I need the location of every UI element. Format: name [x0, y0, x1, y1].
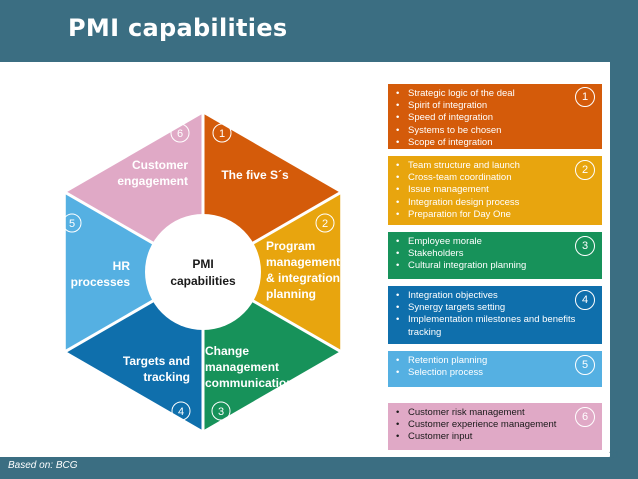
list-item: Issue management	[396, 184, 576, 196]
wheel-segment-2-label: planning	[266, 287, 316, 301]
list-item: Selection process	[396, 367, 576, 379]
wheel-segment-6-label: Customer	[132, 158, 188, 172]
wheel-segment-3-number-circle	[211, 401, 231, 421]
source-note: Based on: BCG	[8, 460, 78, 471]
list-item: Customer risk management	[396, 407, 576, 419]
wheel-segment-3-label: communication	[205, 376, 294, 390]
list-item: Synergy targets setting	[396, 302, 576, 314]
list-item: Team structure and launch	[396, 160, 576, 172]
list-item: Preparation for Day One	[396, 209, 576, 221]
capability-box-1-list: Strategic logic of the dealSpirit of int…	[396, 88, 576, 149]
wheel-segment-5-number: 5	[69, 218, 75, 230]
list-item: Integration design process	[396, 197, 576, 209]
capability-box-3-list: Employee moraleStakeholdersCultural inte…	[396, 236, 576, 273]
capability-box-4-number: 4	[575, 290, 595, 310]
wheel-segment-5-number-circle	[62, 213, 82, 233]
page-number: 21	[608, 450, 620, 461]
wheel-segment-6-number: 6	[177, 128, 183, 140]
capability-box-6: Customer risk managementCustomer experie…	[388, 403, 602, 450]
capability-box-1-number: 1	[575, 87, 595, 107]
center-label-line2: capabilities	[170, 274, 236, 288]
list-item: Implementation milestones and benefits t…	[396, 314, 576, 338]
capability-box-5-number: 5	[575, 355, 595, 375]
wheel-segment-2-label: Program	[266, 239, 315, 253]
wheel-segment-6-number-circle	[170, 123, 190, 143]
wheel-segment-1-label: The five S´s	[221, 168, 289, 182]
wheel-segment-4-label: tracking	[143, 370, 190, 384]
list-item: Cultural integration planning	[396, 260, 576, 272]
list-item: Customer experience management	[396, 419, 576, 431]
list-item: Systems to be chosen	[396, 125, 576, 137]
list-item: Speed of integration	[396, 112, 576, 124]
list-item: Stakeholders	[396, 248, 576, 260]
wheel-segment-2-label: management	[266, 255, 340, 269]
list-item: Customer input	[396, 431, 576, 443]
capability-box-3-number: 3	[575, 236, 595, 256]
capability-box-1: Strategic logic of the dealSpirit of int…	[388, 84, 602, 149]
wheel-segment-4-number: 4	[178, 406, 184, 418]
wheel-segment-4-number-circle	[171, 401, 191, 421]
wheel-segment-3-number: 3	[218, 406, 224, 418]
wheel-segment-5-label: processes	[71, 275, 131, 289]
list-item: Cross-team coordination	[396, 172, 576, 184]
list-item: Integration objectives	[396, 290, 576, 302]
capability-box-6-list: Customer risk managementCustomer experie…	[396, 407, 576, 444]
wheel-segment-5	[65, 194, 201, 350]
footer-band	[0, 457, 638, 479]
wheel-segment-4-label: Targets and	[123, 354, 190, 368]
right-side-band	[610, 62, 638, 457]
center-label-line1: PMI	[192, 257, 213, 271]
wheel-segment-2-number: 2	[322, 218, 328, 230]
capability-box-2-number: 2	[575, 160, 595, 180]
capability-box-2: Team structure and launchCross-team coor…	[388, 156, 602, 225]
wheel-segment-6-label: engagement	[117, 174, 188, 188]
capability-box-2-list: Team structure and launchCross-team coor…	[396, 160, 576, 221]
wheel-segment-2-number-circle	[315, 213, 335, 233]
list-item: Strategic logic of the deal	[396, 88, 576, 100]
capability-box-3: Employee moraleStakeholdersCultural inte…	[388, 232, 602, 279]
wheel-segment-3-label: Change	[205, 344, 249, 358]
list-item: Employee morale	[396, 236, 576, 248]
capability-box-4: Integration objectivesSynergy targets se…	[388, 286, 602, 344]
page-title: PMI capabilities	[68, 14, 288, 42]
wheel-segment-1-number-circle	[212, 123, 232, 143]
wheel-segment-2-label: & integration	[266, 271, 340, 285]
list-item: Retention planning	[396, 355, 576, 367]
wheel-segment-2	[206, 194, 341, 350]
list-item: Spirit of integration	[396, 100, 576, 112]
wheel-segment-3-label: management	[205, 360, 279, 374]
list-item: Scope of integration	[396, 137, 576, 149]
wheel-center	[145, 214, 261, 330]
header-band	[0, 0, 638, 62]
wheel-segment-5-label: HR	[113, 259, 131, 273]
capability-box-6-number: 6	[575, 407, 595, 427]
wheel-segment-1-number: 1	[219, 128, 225, 140]
capability-box-4-list: Integration objectivesSynergy targets se…	[396, 290, 576, 339]
capability-box-5-list: Retention planningSelection process	[396, 355, 576, 380]
